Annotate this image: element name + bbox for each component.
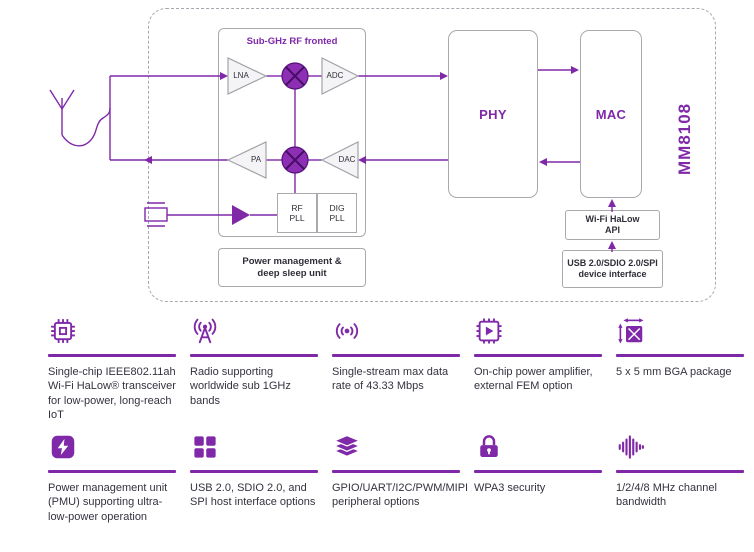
power-management-block: Power management & deep sleep unit [218,248,366,287]
power-icon [48,432,78,462]
chip-boundary-outline [148,8,716,302]
divider [48,470,176,474]
feature-item: On-chip power amplifier, external FEM op… [474,316,604,422]
divider [48,354,176,357]
feature-item: Radio supporting worldwide sub 1GHz band… [190,316,320,422]
divider [474,470,602,474]
divider [616,470,744,474]
feature-text: WPA3 security [474,482,546,495]
divider [190,354,318,357]
feature-text: USB 2.0, SDIO 2.0, and SPI host interfac… [190,482,316,509]
waveform-icon [616,432,646,462]
feature-item: Single-chip IEEE802.11ah Wi-Fi HaLow® tr… [48,316,178,422]
feature-item: Power management unit (PMU) supporting u… [48,432,178,524]
feature-grid: Single-chip IEEE802.11ah Wi-Fi HaLow® tr… [48,316,744,524]
mac-block: MAC [580,30,642,198]
lock-icon [474,432,504,462]
feature-text: Radio supporting worldwide sub 1GHz band… [190,366,291,407]
feature-text: Single-stream max data rate of 43.33 Mbp… [332,366,449,393]
lna-label: LNA [233,71,249,80]
feature-text: 1/2/4/8 MHz channel bandwidth [616,482,717,509]
amplifier-chip-icon [474,316,504,346]
dig-pll-label: DIG PLL [329,202,345,223]
rf-pll-block: RF PLL [277,193,317,233]
usb-blocks-icon [190,432,220,462]
feature-item: USB 2.0, SDIO 2.0, and SPI host interfac… [190,432,320,524]
feature-text: Single-chip IEEE802.11ah Wi-Fi HaLow® tr… [48,366,176,421]
device-interface-block: USB 2.0/SDIO 2.0/SPI device interface [562,250,663,288]
feature-text: On-chip power amplifier, external FEM op… [474,366,593,393]
chip-name-label: MM8108 [675,102,694,176]
divider [332,470,460,474]
divider [332,354,460,357]
rf-frontend-title: Sub-GHz RF fronted [246,36,338,47]
halow-api-block: Wi-Fi HaLow API [565,210,660,240]
feature-item: Single-stream max data rate of 43.33 Mbp… [332,316,462,422]
feature-text: 5 x 5 mm BGA package [616,366,732,378]
rf-pll-label: RF PLL [289,202,305,223]
feature-item: 1/2/4/8 MHz channel bandwidth [616,432,746,524]
dac-label: DAC [338,155,356,164]
dig-pll-block: DIG PLL [317,193,357,233]
phy-block: PHY [448,30,538,198]
package-size-icon [616,316,646,346]
adc-label: ADC [326,71,344,80]
divider [616,354,744,357]
feature-item: GPIO/UART/I2C/PWM/MIPI peripheral option… [332,432,469,524]
broadcast-icon [332,316,362,346]
divider [190,470,318,474]
layers-icon [332,432,362,462]
feature-item: 5 x 5 mm BGA package [616,316,746,422]
feature-item: WPA3 security [474,432,604,524]
radio-tower-icon [190,316,220,346]
divider [474,354,602,357]
antenna-icon [49,89,75,111]
pa-label: PA [250,155,262,164]
feature-text: GPIO/UART/I2C/PWM/MIPI peripheral option… [332,482,469,509]
feature-text: Power management unit (PMU) supporting u… [48,482,168,523]
chip-icon [48,316,78,346]
